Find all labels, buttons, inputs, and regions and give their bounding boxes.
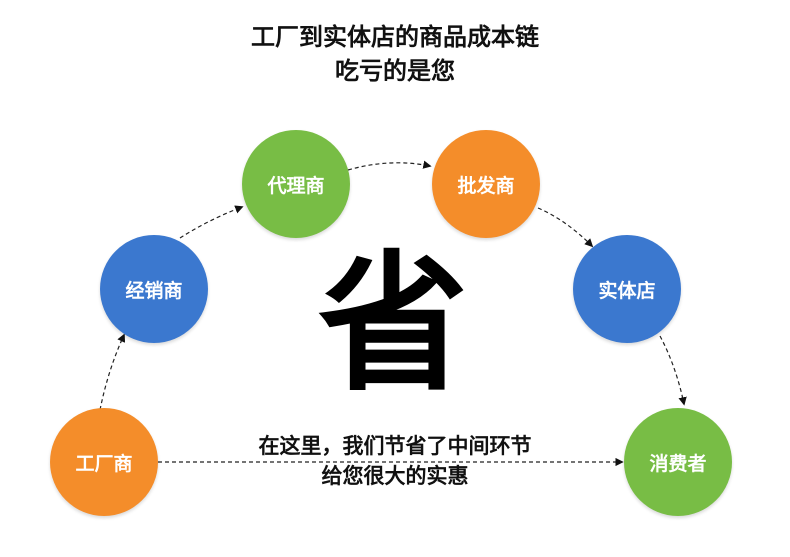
- savings-note-line-2: 给您很大的实惠: [321, 464, 469, 488]
- arrow-wholesaler-to-store: [537, 207, 594, 248]
- center-save-character: 省: [318, 238, 469, 412]
- node-distributor: 经销商: [100, 235, 208, 343]
- arrow-store-to-consumer: [659, 335, 687, 406]
- node-store-label: 实体店: [598, 279, 656, 302]
- node-distributor-label: 经销商: [125, 279, 183, 302]
- node-wholesaler: 批发商: [432, 130, 540, 238]
- node-agent: 代理商: [242, 130, 350, 238]
- arrow-factory-to-distributor: [99, 333, 126, 411]
- node-consumer: 消费者: [624, 408, 732, 516]
- node-factory: 工厂商: [50, 408, 158, 516]
- title-line-2: 吃亏的是您: [335, 57, 455, 85]
- node-store: 实体店: [573, 235, 681, 343]
- arrow-distributor-to-agent: [179, 205, 244, 239]
- node-factory-label: 工厂商: [75, 452, 133, 475]
- node-wholesaler-label: 批发商: [457, 174, 515, 197]
- savings-note-line-1: 在这里，我们节省了中间环节: [258, 434, 532, 458]
- node-agent-label: 代理商: [267, 174, 325, 197]
- title-line-1: 工厂到实体店的商品成本链: [251, 23, 539, 51]
- arrow-agent-to-wholesaler: [347, 160, 432, 171]
- node-consumer-label: 消费者: [649, 452, 707, 475]
